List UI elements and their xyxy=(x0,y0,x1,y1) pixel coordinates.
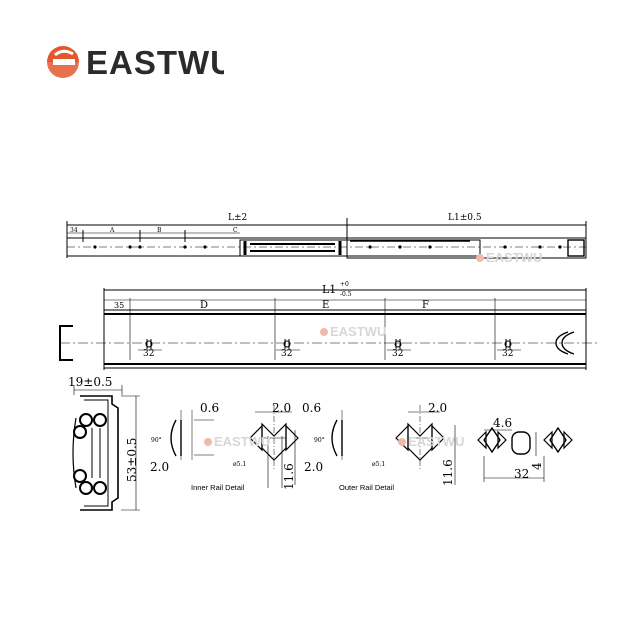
watermark-1: EASTWU xyxy=(486,250,542,265)
watermark-icon xyxy=(476,254,484,262)
hole-dim-height: 4 xyxy=(530,462,544,470)
inner-rail-caption: Inner Rail Detail xyxy=(191,483,245,492)
outer-rail-caption: Outer Rail Detail xyxy=(339,483,394,492)
seg-d: D xyxy=(200,300,208,311)
seg-b: B xyxy=(157,227,162,234)
mid-view xyxy=(59,288,600,370)
hole-dim-pitch: 32 xyxy=(514,467,529,481)
hole-detail-drawing xyxy=(477,426,573,482)
inner-rail-detail-drawing xyxy=(170,405,299,488)
watermark-4: EASTWU xyxy=(408,434,464,449)
dim-34: 34 xyxy=(70,227,78,234)
dim-35: 35 xyxy=(114,301,124,310)
outer-hole: ø5.1 xyxy=(372,461,385,468)
brand-logo: EASTWU xyxy=(44,42,234,82)
inner-dim-mid: 2.0 xyxy=(272,401,291,415)
inner-dim-right: 2.0 xyxy=(304,460,323,474)
inner-dim-mid-b: 0.6 xyxy=(302,401,321,415)
inner-hole: ø5.1 xyxy=(233,461,246,468)
pitch-1: 32 xyxy=(143,349,154,359)
inner-dim-height: 11.6 xyxy=(282,463,296,490)
outer-dim-top: 2.0 xyxy=(428,401,447,415)
watermark-group: EASTWU EASTWU EASTWU EASTWU xyxy=(204,250,542,449)
pitch-4: 32 xyxy=(502,349,513,359)
watermark-icon xyxy=(204,438,212,446)
brand-name: EASTWU xyxy=(86,44,224,81)
inner-angle: 90° xyxy=(151,437,162,444)
seg-f: F xyxy=(422,300,429,311)
outer-angle: 90° xyxy=(314,437,325,444)
outer-rail-detail-drawing xyxy=(331,405,456,485)
dim-l1: L1±0.5 xyxy=(448,213,482,223)
dim-width: 19±0.5 xyxy=(68,375,112,389)
seg-a: A xyxy=(109,227,115,234)
dim-l1-mid: L1 xyxy=(322,283,336,296)
dim-height: 53±0.5 xyxy=(125,438,139,482)
eastwu-logo-icon xyxy=(47,46,79,78)
pitch-3: 32 xyxy=(392,349,403,359)
tol-upper: +0 xyxy=(340,281,349,288)
cross-section xyxy=(72,385,140,511)
dim-l: L±2 xyxy=(228,213,247,223)
pitch-2: 32 xyxy=(281,349,292,359)
inner-dim-top: 0.6 xyxy=(200,401,219,415)
watermark-icon xyxy=(320,328,328,336)
watermark-3: EASTWU xyxy=(214,434,270,449)
inner-dim-left: 2.0 xyxy=(150,460,169,474)
top-view xyxy=(66,218,587,259)
seg-c: C xyxy=(233,227,238,234)
tol-lower: -0.5 xyxy=(340,291,352,298)
outer-dim-height: 11.6 xyxy=(441,459,455,486)
seg-e: E xyxy=(322,300,329,311)
watermark-2: EASTWU xyxy=(330,324,386,339)
watermark-icon xyxy=(398,438,406,446)
hole-dim-width: 4.6 xyxy=(493,416,512,430)
